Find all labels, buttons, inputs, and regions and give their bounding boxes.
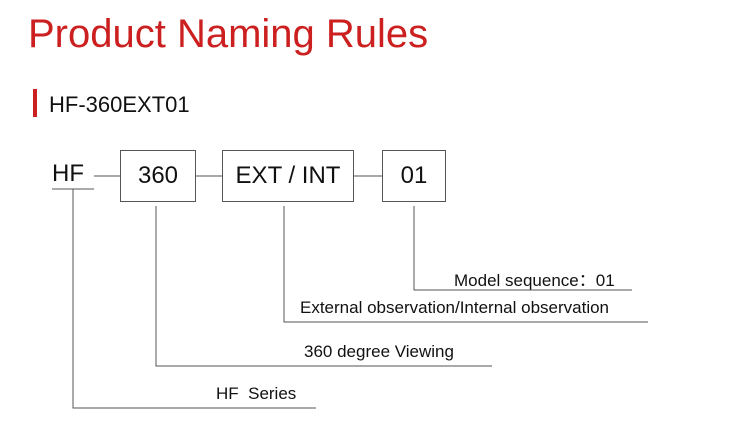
label-model-sequence: Model sequence：01 — [454, 271, 615, 290]
leader-viewing — [155, 206, 492, 367]
leader-series — [72, 189, 316, 409]
section-accent-bar — [33, 89, 37, 117]
segment-prefix: HF — [52, 160, 84, 187]
leader-observation — [283, 206, 648, 323]
segment-box-sequence: 01 — [382, 150, 446, 202]
label-viewing: 360 degree Viewing — [304, 342, 454, 361]
label-series: HF Series — [216, 384, 297, 403]
page-title: Product Naming Rules — [28, 12, 429, 56]
segment-box-observation: EXT / INT — [222, 150, 354, 202]
leader-sequence — [413, 206, 632, 291]
model-code-heading: HF-360EXT01 — [49, 92, 190, 117]
segment-box-viewing: 360 — [120, 150, 196, 202]
label-observation: External observation/Internal observatio… — [300, 298, 610, 317]
